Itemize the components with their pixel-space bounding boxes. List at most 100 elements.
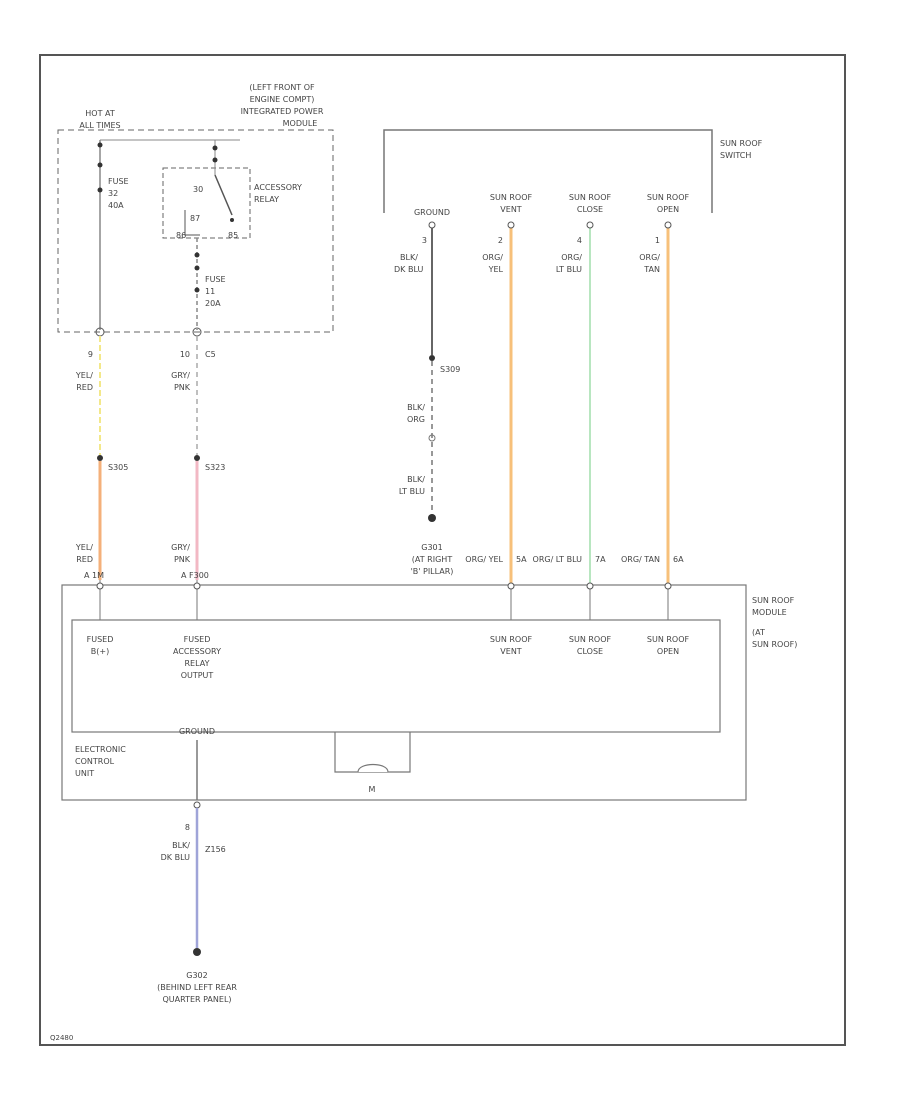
hot-at-line1: HOT AT	[85, 109, 115, 118]
module-label-line4: SUN ROOF)	[752, 640, 797, 649]
accessory-relay-box	[162, 167, 251, 239]
ecu-label-line2: CONTROL	[75, 757, 115, 766]
w2-bottom-pin: A F300	[181, 571, 209, 580]
close-conn-color: ORG/ LT BLU	[533, 555, 583, 564]
module-location-line2: ENGINE COMPT)	[250, 95, 315, 104]
input-fused-acc1: FUSED	[184, 635, 211, 644]
term-close-name1: SUN ROOF	[569, 193, 612, 202]
switch-label-line2: SWITCH	[720, 151, 751, 160]
ground-mid-color1: BLK/	[407, 403, 425, 412]
g302-line1: G302	[186, 971, 207, 980]
fuse11-top-dot	[194, 252, 200, 258]
w1-color-line1: YEL/	[75, 371, 93, 380]
fuse11-bottom-dot	[194, 287, 200, 293]
s323-label: S323	[205, 463, 225, 472]
relay-label-line2: RELAY	[254, 195, 279, 204]
power-module-box	[57, 129, 334, 333]
input-close1: SUN ROOF	[569, 635, 612, 644]
module-location-line3: INTEGRATED POWER	[241, 107, 324, 116]
sunroof-module-box	[61, 584, 747, 801]
ecu-label-line3: UNIT	[75, 769, 94, 778]
ecu-inner-box	[71, 619, 721, 733]
term-ground-pin-mark	[428, 221, 436, 229]
relay-switch-arm	[214, 174, 233, 216]
term-vent-name2: VENT	[500, 205, 522, 214]
relay-coil-lead	[184, 210, 200, 236]
module-ground-pin-mark	[193, 801, 201, 809]
splice-s309	[429, 355, 435, 361]
input-vent1: SUN ROOF	[490, 635, 533, 644]
relay-pin85: 85	[228, 231, 238, 240]
term-close-name2: CLOSE	[577, 205, 603, 214]
fuse32-top-dot	[97, 142, 103, 148]
input-fused-acc2: ACCESSORY	[173, 647, 221, 656]
term-open-color1: ORG/	[639, 253, 660, 262]
term-ground-color2: DK BLU	[394, 265, 423, 274]
splice-s305	[97, 455, 103, 461]
w2-color-line1: GRY/	[171, 371, 190, 380]
open-conn-color: ORG/ TAN	[621, 555, 660, 564]
relay-pin30: 30	[193, 185, 203, 194]
term-close-color2: LT BLU	[556, 265, 582, 274]
fuse32-mid-dot	[97, 162, 103, 168]
w1-bottom-color2: RED	[76, 555, 93, 564]
fuse32-label: FUSE	[108, 177, 129, 186]
sunroof-switch-bracket	[383, 129, 713, 213]
module-label-line2: MODULE	[752, 608, 787, 617]
module-ground-label: GROUND	[179, 727, 215, 736]
input-fused-acc3: RELAY	[185, 659, 210, 668]
term-open-name1: SUN ROOF	[647, 193, 690, 202]
input-open1: SUN ROOF	[647, 635, 690, 644]
term-vent-pin: 2	[498, 236, 503, 245]
ground-mid-color2: ORG	[407, 415, 425, 424]
w2-connector: C5	[205, 350, 216, 359]
term-close-pin: 4	[577, 236, 582, 245]
input-vent2: VENT	[500, 647, 522, 656]
input-open2: OPEN	[657, 647, 679, 656]
g302-line3: QUARTER PANEL)	[162, 995, 231, 1004]
footer-code: Q2480	[50, 1034, 73, 1042]
pin-close-mark	[586, 582, 594, 590]
relay-pin87: 87	[190, 214, 200, 223]
motor-symbol	[357, 763, 389, 773]
term-open-pin: 1	[655, 236, 660, 245]
module-label-line1: SUN ROOF	[752, 596, 795, 605]
term-vent-color1: ORG/	[482, 253, 503, 262]
w2-bottom-color2: PNK	[174, 555, 191, 564]
fuse11-mid-dot	[194, 265, 200, 271]
relay-pin30-dot	[212, 157, 218, 163]
term-vent-name1: SUN ROOF	[490, 193, 533, 202]
w1-bottom-color1: YEL/	[75, 543, 93, 552]
vent-conn-color: ORG/ YEL	[465, 555, 503, 564]
pin-fused-acc-mark	[193, 582, 201, 590]
fuse32-bottom-dot	[97, 187, 103, 193]
term-ground-color1: BLK/	[400, 253, 418, 262]
term-open-name2: OPEN	[657, 205, 679, 214]
relay-label-line1: ACCESSORY	[254, 183, 302, 192]
input-fused-batt1: FUSED	[87, 635, 114, 644]
pin-vent-mark	[507, 582, 515, 590]
term-close-color1: ORG/	[561, 253, 582, 262]
fuse11-label: FUSE	[205, 275, 226, 284]
term-ground-pin: 3	[422, 236, 427, 245]
relay-contact-dot	[230, 218, 234, 222]
bottom-pin: 8	[185, 823, 190, 832]
term-open-pin-mark	[664, 221, 672, 229]
module-location-line1: (LEFT FRONT OF	[249, 83, 315, 92]
fuse11-rating: 20A	[205, 299, 221, 308]
g301-line3: 'B' PILLAR)	[411, 567, 454, 576]
close-conn-pin: 7A	[595, 555, 606, 564]
w1-color-line2: RED	[76, 383, 93, 392]
relay-feed-dot	[212, 145, 218, 151]
fuse32-rating: 40A	[108, 201, 124, 210]
input-close2: CLOSE	[577, 647, 603, 656]
ground-low-color2: LT BLU	[399, 487, 425, 496]
splice-s323	[194, 455, 200, 461]
vent-conn-pin: 5A	[516, 555, 527, 564]
switch-label-line1: SUN ROOF	[720, 139, 763, 148]
bottom-color1: BLK/	[172, 841, 190, 850]
input-fused-batt2: B(+)	[91, 647, 109, 656]
term-ground-name: GROUND	[414, 208, 450, 217]
motor-label: M	[369, 785, 376, 794]
